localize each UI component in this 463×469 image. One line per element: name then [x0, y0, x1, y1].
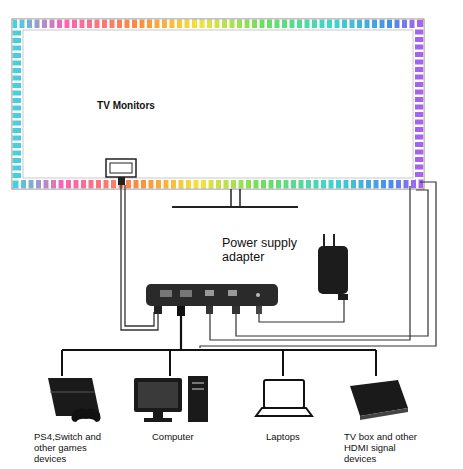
- device-label: Computer: [152, 432, 212, 443]
- tv-screen: TV Monitors: [23, 30, 413, 178]
- device-label: Laptops: [266, 432, 326, 443]
- screen-label: TV Monitors: [91, 100, 161, 112]
- device-label: PS4,Switch and other games devices: [34, 432, 114, 465]
- adapter-label: Power supply adapter: [222, 236, 312, 265]
- device-label: TV box and other HDMI signal devices: [344, 432, 424, 465]
